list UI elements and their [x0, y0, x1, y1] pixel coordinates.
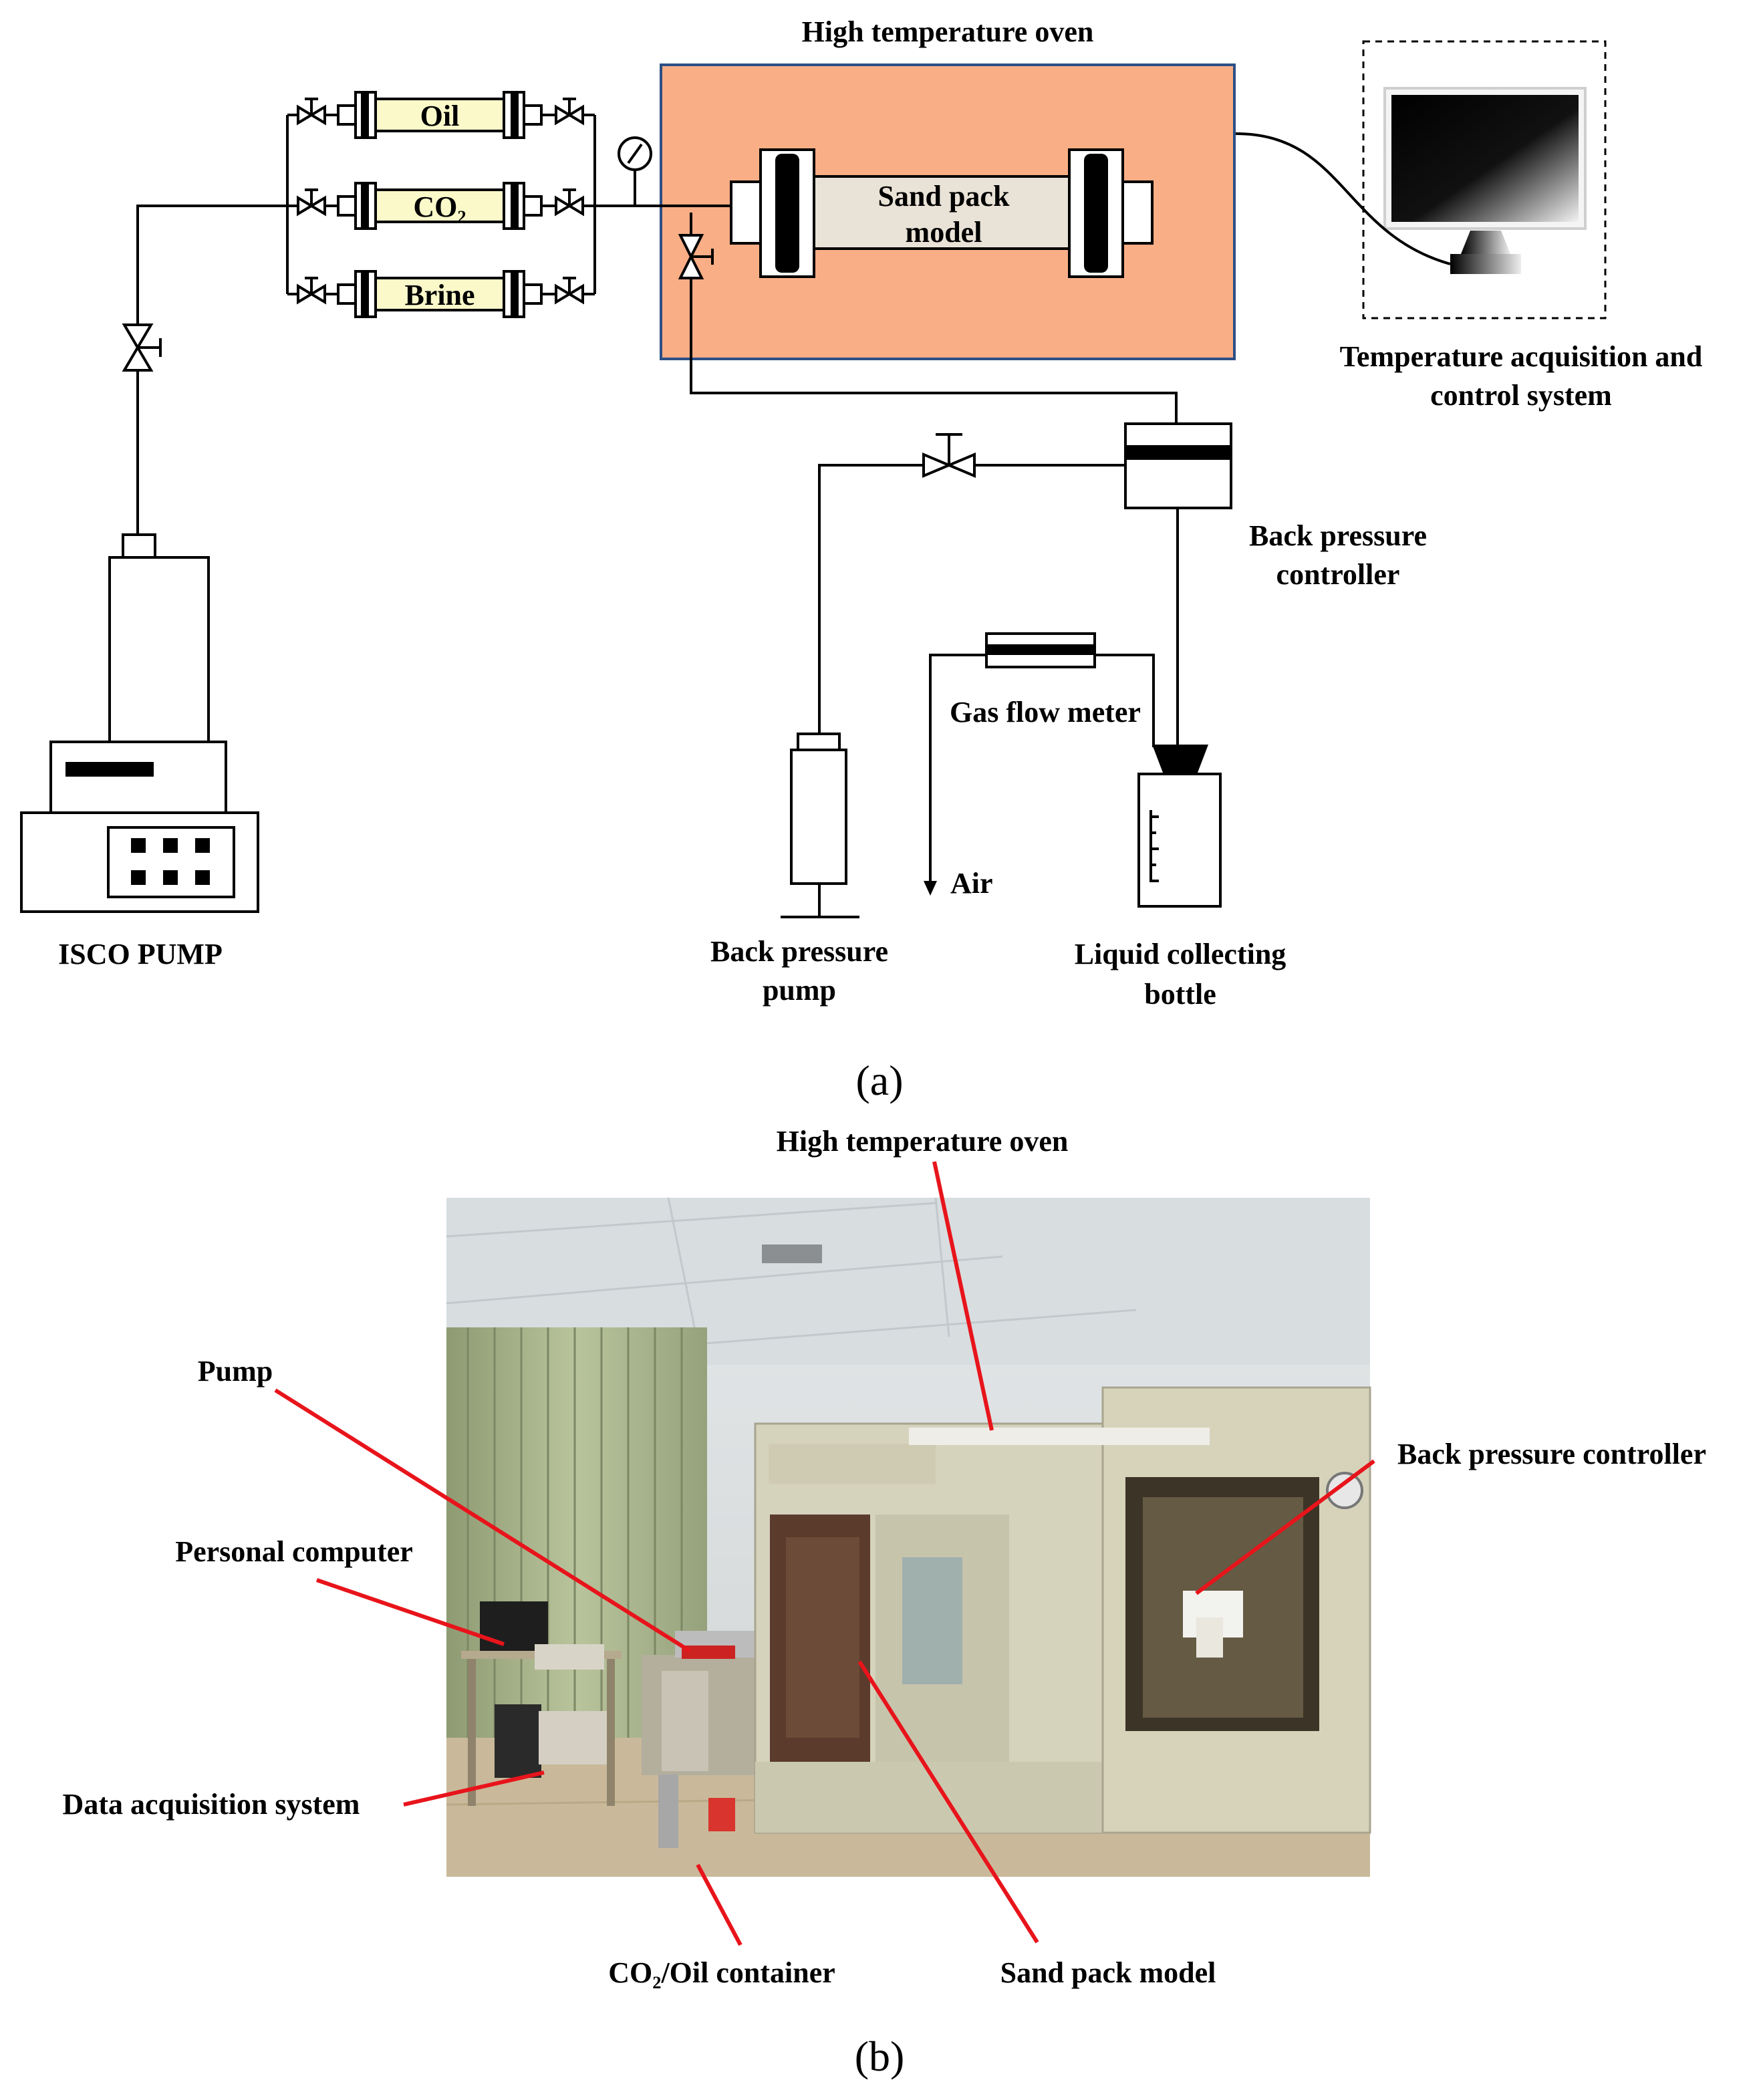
outlet-line: [690, 213, 1178, 422]
liquid-collecting-bottle: [1137, 745, 1222, 908]
lab-photograph: [446, 1197, 1371, 1877]
label-container: CO₂/Oil container: [608, 1956, 835, 1989]
leader-line: [1195, 1459, 1375, 1595]
panel-a-schematic: High temperature oven: [20, 15, 1703, 1104]
leader-line: [932, 1161, 994, 1431]
valve-icon: [122, 323, 162, 372]
back-pressure-controller: [1124, 422, 1232, 509]
temperature-system-box: [1362, 40, 1607, 319]
brine-cylinder-label: Brine: [404, 279, 475, 311]
valve-icon: [297, 188, 326, 217]
oven-title: High temperature oven: [802, 15, 1094, 48]
temp-system-label-line2: control system: [1430, 379, 1612, 412]
bp-pump-label-line2: pump: [763, 974, 836, 1007]
pump-feed-line: [136, 205, 287, 548]
air-label: Air: [950, 867, 993, 900]
panel-b-photo: High temperature oven Pump Back pressure…: [63, 1125, 1706, 2080]
sand-pack-model: Sand pack model: [730, 148, 1154, 278]
bottle-label-line2: bottle: [1144, 978, 1216, 1011]
label-sand-pack: Sand pack model: [1000, 1956, 1216, 1989]
label-pump: Pump: [198, 1355, 273, 1388]
temp-system-label-line1: Temperature acquisition and: [1340, 340, 1703, 373]
back-pressure-pump: [781, 733, 859, 918]
valve-icon: [922, 433, 976, 479]
bottle-label-line1: Liquid collecting: [1075, 938, 1287, 970]
arrow-down-icon: [924, 881, 937, 896]
sand-pack-label-line2: model: [906, 216, 982, 249]
brine-cylinder: Brine: [337, 270, 543, 318]
monitor-icon: [1383, 87, 1587, 274]
bpc-label-line1: Back pressure: [1249, 519, 1427, 552]
gas-flow-meter: [985, 632, 1096, 668]
valve-icon: [555, 98, 584, 126]
label-oven: High temperature oven: [777, 1125, 1069, 1158]
leader-line: [316, 1578, 505, 1646]
back-pressure-line: [818, 464, 1125, 734]
isco-pump-label: ISCO PUMP: [58, 938, 223, 970]
leader-line: [696, 1863, 742, 1946]
valve-icon: [678, 234, 714, 279]
isco-pump: [20, 533, 259, 913]
label-personal-computer: Personal computer: [175, 1535, 413, 1568]
co2-cylinder-label: CO₂: [413, 190, 466, 223]
leader-line: [403, 1770, 545, 1807]
valve-icon: [555, 188, 584, 217]
sand-pack-label-line1: Sand pack: [878, 180, 1010, 213]
leader-line: [857, 1660, 1039, 1944]
valve-icon: [297, 98, 326, 126]
oven-signal-cable: [1235, 132, 1451, 265]
oil-cylinder-label: Oil: [420, 100, 460, 132]
oil-cylinder: Oil: [337, 91, 543, 139]
bp-pump-label-line1: Back pressure: [710, 935, 888, 968]
co2-cylinder: CO₂: [337, 182, 543, 230]
valve-icon: [297, 277, 326, 305]
label-back-pressure-controller: Back pressure controller: [1397, 1438, 1706, 1470]
label-data-acquisition: Data acquisition system: [63, 1788, 360, 1821]
gas-flow-meter-label: Gas flow meter: [950, 696, 1141, 729]
leader-line: [274, 1388, 691, 1653]
panel-a-caption: (a): [855, 1057, 903, 1104]
panel-b-caption: (b): [855, 2032, 905, 2080]
valve-icon: [555, 277, 584, 305]
bpc-label-line2: controller: [1276, 558, 1400, 591]
